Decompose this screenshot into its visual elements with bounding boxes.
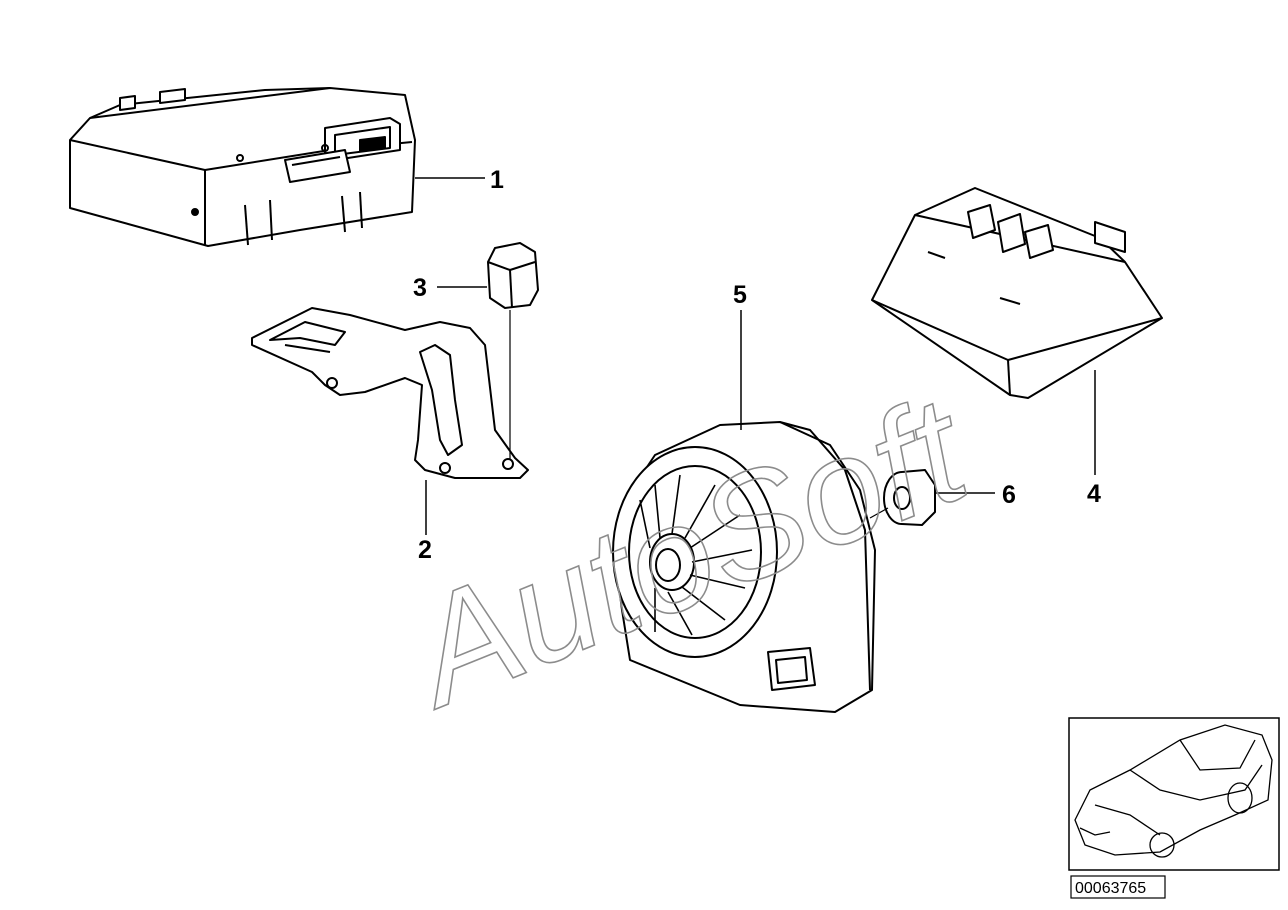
vehicle-thumbnail — [1068, 717, 1280, 871]
part-1-control-unit[interactable] — [69, 87, 416, 247]
car-outline-icon — [1074, 724, 1273, 858]
callout-5[interactable]: 5 — [733, 281, 747, 309]
callout-3[interactable]: 3 — [413, 274, 427, 302]
siren-grille-icon — [639, 474, 753, 636]
callout-6[interactable]: 6 — [1002, 481, 1016, 509]
callout-4[interactable]: 4 — [1087, 480, 1101, 508]
part-3-hex-nut[interactable] — [487, 242, 539, 309]
callout-2[interactable]: 2 — [418, 536, 432, 564]
doc-id: 00063765 — [1075, 880, 1146, 897]
callout-1[interactable]: 1 — [490, 166, 504, 194]
doc-id-box — [1070, 875, 1166, 899]
part-2-bracket[interactable] — [251, 307, 529, 479]
part-4-module[interactable] — [871, 187, 1163, 399]
part-5-alarm-siren[interactable] — [612, 421, 876, 713]
axis-line-6 — [869, 507, 889, 519]
part-6-flange-nut[interactable] — [883, 469, 936, 526]
